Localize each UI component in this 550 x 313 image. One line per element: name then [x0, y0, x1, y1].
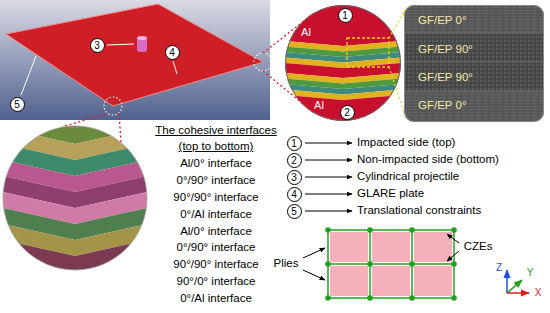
leader-line: [21, 56, 36, 95]
micrograph: GF/EP 0° GF/EP 90° GF/EP 90° GF/EP 0°: [404, 5, 544, 122]
legend-text: GLARE plate: [357, 187, 424, 200]
ply-label: GF/EP 0°: [418, 99, 467, 112]
axis-label: X: [535, 287, 542, 299]
zoom-rectangle: [347, 38, 389, 67]
axis-arrow: [507, 280, 522, 293]
legend-text: Translational constraints: [357, 204, 481, 217]
pointer-arrow: [447, 234, 459, 243]
axis-arrow: [507, 292, 529, 294]
interface-label: 0°/90° interface: [177, 174, 256, 187]
interface-label: 0°/Al interface: [180, 292, 252, 305]
micrograph-image: [404, 5, 544, 122]
interface-label: 90°/90° interface: [173, 191, 258, 204]
panel-background: [0, 0, 270, 120]
zoom-connector: [389, 9, 406, 38]
callout-number: 5: [287, 204, 302, 219]
axis-arrow: [506, 270, 508, 293]
legend-arrow: [305, 177, 352, 178]
pointer-arrow: [303, 248, 325, 258]
zoom-connector: [263, 71, 314, 113]
ply-schematic: [325, 227, 457, 301]
list-heading: (top to bottom): [179, 140, 254, 153]
callout-number: 5: [10, 97, 25, 112]
interface-label: 90°/90° interface: [173, 258, 258, 271]
legend-arrow: [305, 194, 352, 195]
callout-number: 1: [338, 8, 353, 23]
interface-label: Al/0° interface: [180, 157, 252, 170]
zoom-connector: [263, 13, 314, 53]
zoom-marker: [104, 97, 122, 115]
legend-arrow: [305, 143, 352, 144]
material-label: Al: [301, 26, 311, 39]
projectile-top: [137, 36, 147, 40]
zoom-circle-outline: [3, 126, 147, 270]
callout-number: 3: [287, 170, 302, 185]
model-panel: 3 4 5: [0, 0, 270, 120]
callout-number: 2: [340, 105, 355, 120]
zoom-line: [119, 113, 121, 142]
ply-label: GF/EP 90°: [418, 43, 473, 56]
interface-label: 0°/Al interface: [180, 208, 252, 221]
interface-label: 90°/0° interface: [177, 275, 256, 288]
annotation: Plies: [274, 257, 299, 270]
annotation: CZEs: [464, 240, 493, 253]
axis-label: Y: [527, 267, 534, 279]
ply-label: GF/EP 90°: [418, 71, 473, 84]
leader-line: [173, 61, 177, 74]
pointer-arrow: [303, 270, 325, 280]
interface-label: 0°/90° interface: [177, 241, 256, 254]
callout-number: 4: [165, 45, 180, 60]
circle-outline: [286, 6, 401, 121]
callout-number: 3: [90, 38, 105, 53]
ply-label: GF/EP 0°: [418, 14, 467, 27]
layer-stack: [215, 0, 355, 146]
list-heading: The cohesive interfaces: [155, 124, 276, 137]
zoom-connector: [389, 67, 406, 118]
zoom-circle: 1AlAl2: [285, 5, 401, 121]
callout-number: 1: [287, 136, 302, 151]
legend-text: Impacted side (top): [357, 136, 455, 149]
legend-text: Cylindrical projectile: [357, 170, 459, 183]
zoom-marker: [254, 53, 272, 71]
projectile-base: [137, 48, 147, 52]
callout-number: 2: [287, 153, 302, 168]
legend-arrow: [305, 160, 352, 161]
box-outline: [405, 6, 544, 122]
pointer-arrow: [447, 251, 459, 261]
glare-plate: [6, 4, 263, 106]
leader-line: [107, 44, 134, 45]
axis-label: Z: [496, 262, 502, 274]
interface-label: Al/0° interface: [180, 225, 252, 238]
material-label: Al: [314, 99, 324, 112]
legend-text: Non-impacted side (bottom): [357, 153, 499, 166]
zoom-line: [62, 114, 106, 127]
legend-arrow: [305, 211, 352, 212]
callout-number: 4: [287, 187, 302, 202]
